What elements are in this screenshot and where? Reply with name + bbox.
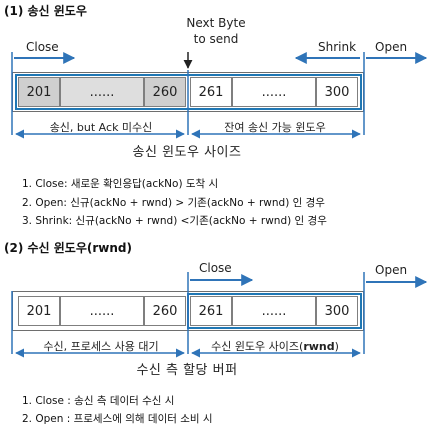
send-note-1: 1. Close: 새로운 확인응답(ackNo) 도착 시 — [22, 178, 219, 190]
next-byte-label: Next Byte to send — [186, 16, 246, 46]
recv-note-2: 2. Open : 프로세스에 의해 데이터 소비 시 — [22, 413, 213, 425]
send-close-label: Close — [26, 40, 59, 54]
recv-cell-dots-2: ...... — [232, 296, 316, 326]
send-cell-300: 300 — [316, 77, 358, 107]
send-cell-dots-1: ...... — [60, 77, 144, 107]
send-open-label: Open — [375, 40, 408, 54]
send-cell-260: 260 — [144, 77, 186, 107]
recv-open-label: Open — [375, 263, 408, 277]
send-shrink-label: Shrink — [318, 40, 357, 54]
send-window-heading: (1) 송신 윈도우 — [4, 4, 87, 18]
recv-note-1: 1. Close : 송신 측 데이터 수신 시 — [22, 395, 175, 407]
send-note-2: 2. Open: 신규(ackNo + rwnd) > 기존(ackNo + r… — [22, 197, 325, 209]
recv-window-heading: (2) 수신 윈도우(rwnd) — [4, 241, 132, 255]
recv-close-label: Close — [199, 261, 232, 275]
send-cell-201: 201 — [18, 77, 60, 107]
recv-cell-261: 261 — [190, 296, 232, 326]
recv-cell-300: 300 — [316, 296, 358, 326]
recv-cell-201: 201 — [18, 296, 60, 326]
send-cell-dots-2: ...... — [232, 77, 316, 107]
recv-cell-260: 260 — [144, 296, 186, 326]
recv-cell-dots-1: ...... — [60, 296, 144, 326]
send-window-size-label: 송신 윈도우 사이즈 — [132, 145, 242, 160]
send-cell-261: 261 — [190, 77, 232, 107]
recv-buffer-label: 수신 측 할당 버퍼 — [136, 363, 238, 378]
send-note-3: 3. Shrink: 신규(ackNo + rwnd) <기존(ackNo + … — [22, 215, 327, 227]
